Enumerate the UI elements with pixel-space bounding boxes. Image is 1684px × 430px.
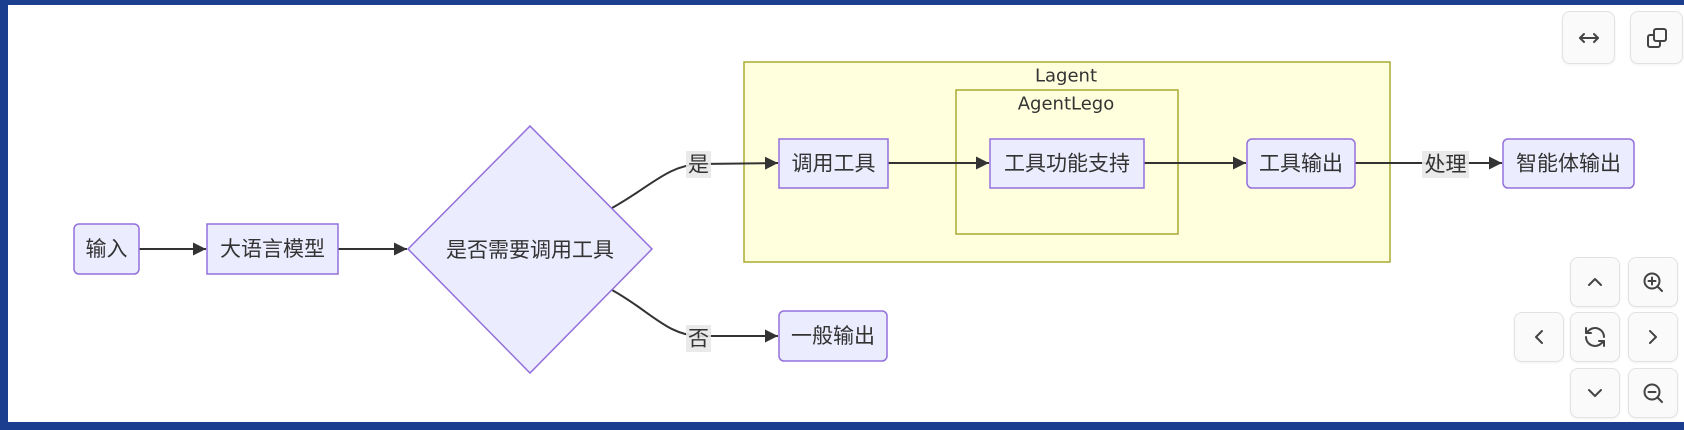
edge-label-process-text: 处理 — [1425, 153, 1467, 177]
node-decision-label: 是否需要调用工具 — [446, 238, 614, 262]
pan-up-button[interactable] — [1570, 257, 1620, 307]
node-tool-output-box — [1246, 138, 1356, 189]
copy-icon — [1646, 27, 1667, 48]
chevron-up-icon — [1588, 278, 1602, 286]
edge-label-no-bg — [686, 325, 711, 352]
chevron-down-icon — [1588, 389, 1602, 397]
node-tool-output: 工具输出 — [1246, 138, 1356, 189]
edge-label-process: 处理 — [1422, 151, 1469, 178]
node-llm-box — [206, 223, 339, 275]
node-general-output: 一般输出 — [778, 310, 888, 362]
node-tool-support-label: 工具功能支持 — [1004, 152, 1130, 176]
horizontal-arrows-icon — [1578, 32, 1599, 43]
reset-view-button[interactable] — [1570, 312, 1620, 362]
fit-width-button[interactable] — [1562, 11, 1615, 64]
node-llm-label: 大语言模型 — [220, 237, 325, 261]
node-input: 输入 — [73, 223, 140, 275]
node-decision-diamond — [406, 124, 654, 375]
node-input-label: 输入 — [86, 237, 128, 261]
node-llm: 大语言模型 — [206, 223, 339, 275]
edge-label-process-bg — [1422, 151, 1469, 178]
reset-icon — [1585, 327, 1605, 347]
zoom-in-button[interactable] — [1628, 257, 1678, 307]
pan-down-button[interactable] — [1570, 368, 1620, 418]
node-call-tool-box — [778, 138, 889, 189]
zoom-out-icon — [1643, 383, 1663, 403]
zoom-in-icon — [1643, 272, 1663, 292]
edge-label-no: 否 — [686, 325, 711, 352]
chevron-left-icon — [1535, 330, 1543, 344]
node-agent-output-box — [1502, 138, 1635, 189]
node-tool-support-box — [989, 138, 1145, 189]
edge-label-yes-bg — [686, 151, 711, 178]
node-agent-output: 智能体输出 — [1502, 138, 1635, 189]
node-call-tool: 调用工具 — [778, 138, 889, 189]
chevron-right-icon — [1649, 330, 1657, 344]
copy-button[interactable] — [1630, 11, 1683, 64]
edge-label-yes-text: 是 — [688, 153, 709, 177]
node-input-box — [73, 223, 140, 275]
node-decision: 是否需要调用工具 — [406, 124, 654, 375]
node-agent-output-label: 智能体输出 — [1516, 152, 1621, 176]
cluster-lagent-label: Lagent — [1035, 66, 1097, 87]
pan-left-button[interactable] — [1514, 312, 1564, 362]
node-general-output-box — [778, 310, 888, 362]
node-tool-output-label: 工具输出 — [1259, 152, 1343, 176]
node-tool-support: 工具功能支持 — [989, 138, 1145, 189]
zoom-out-button[interactable] — [1628, 368, 1678, 418]
edge-label-no-text: 否 — [688, 327, 709, 351]
pan-right-button[interactable] — [1628, 312, 1678, 362]
node-general-output-label: 一般输出 — [791, 324, 875, 348]
cluster-agentlego-label: AgentLego — [1018, 94, 1115, 115]
node-call-tool-label: 调用工具 — [792, 152, 876, 176]
edge-label-yes: 是 — [686, 151, 711, 178]
